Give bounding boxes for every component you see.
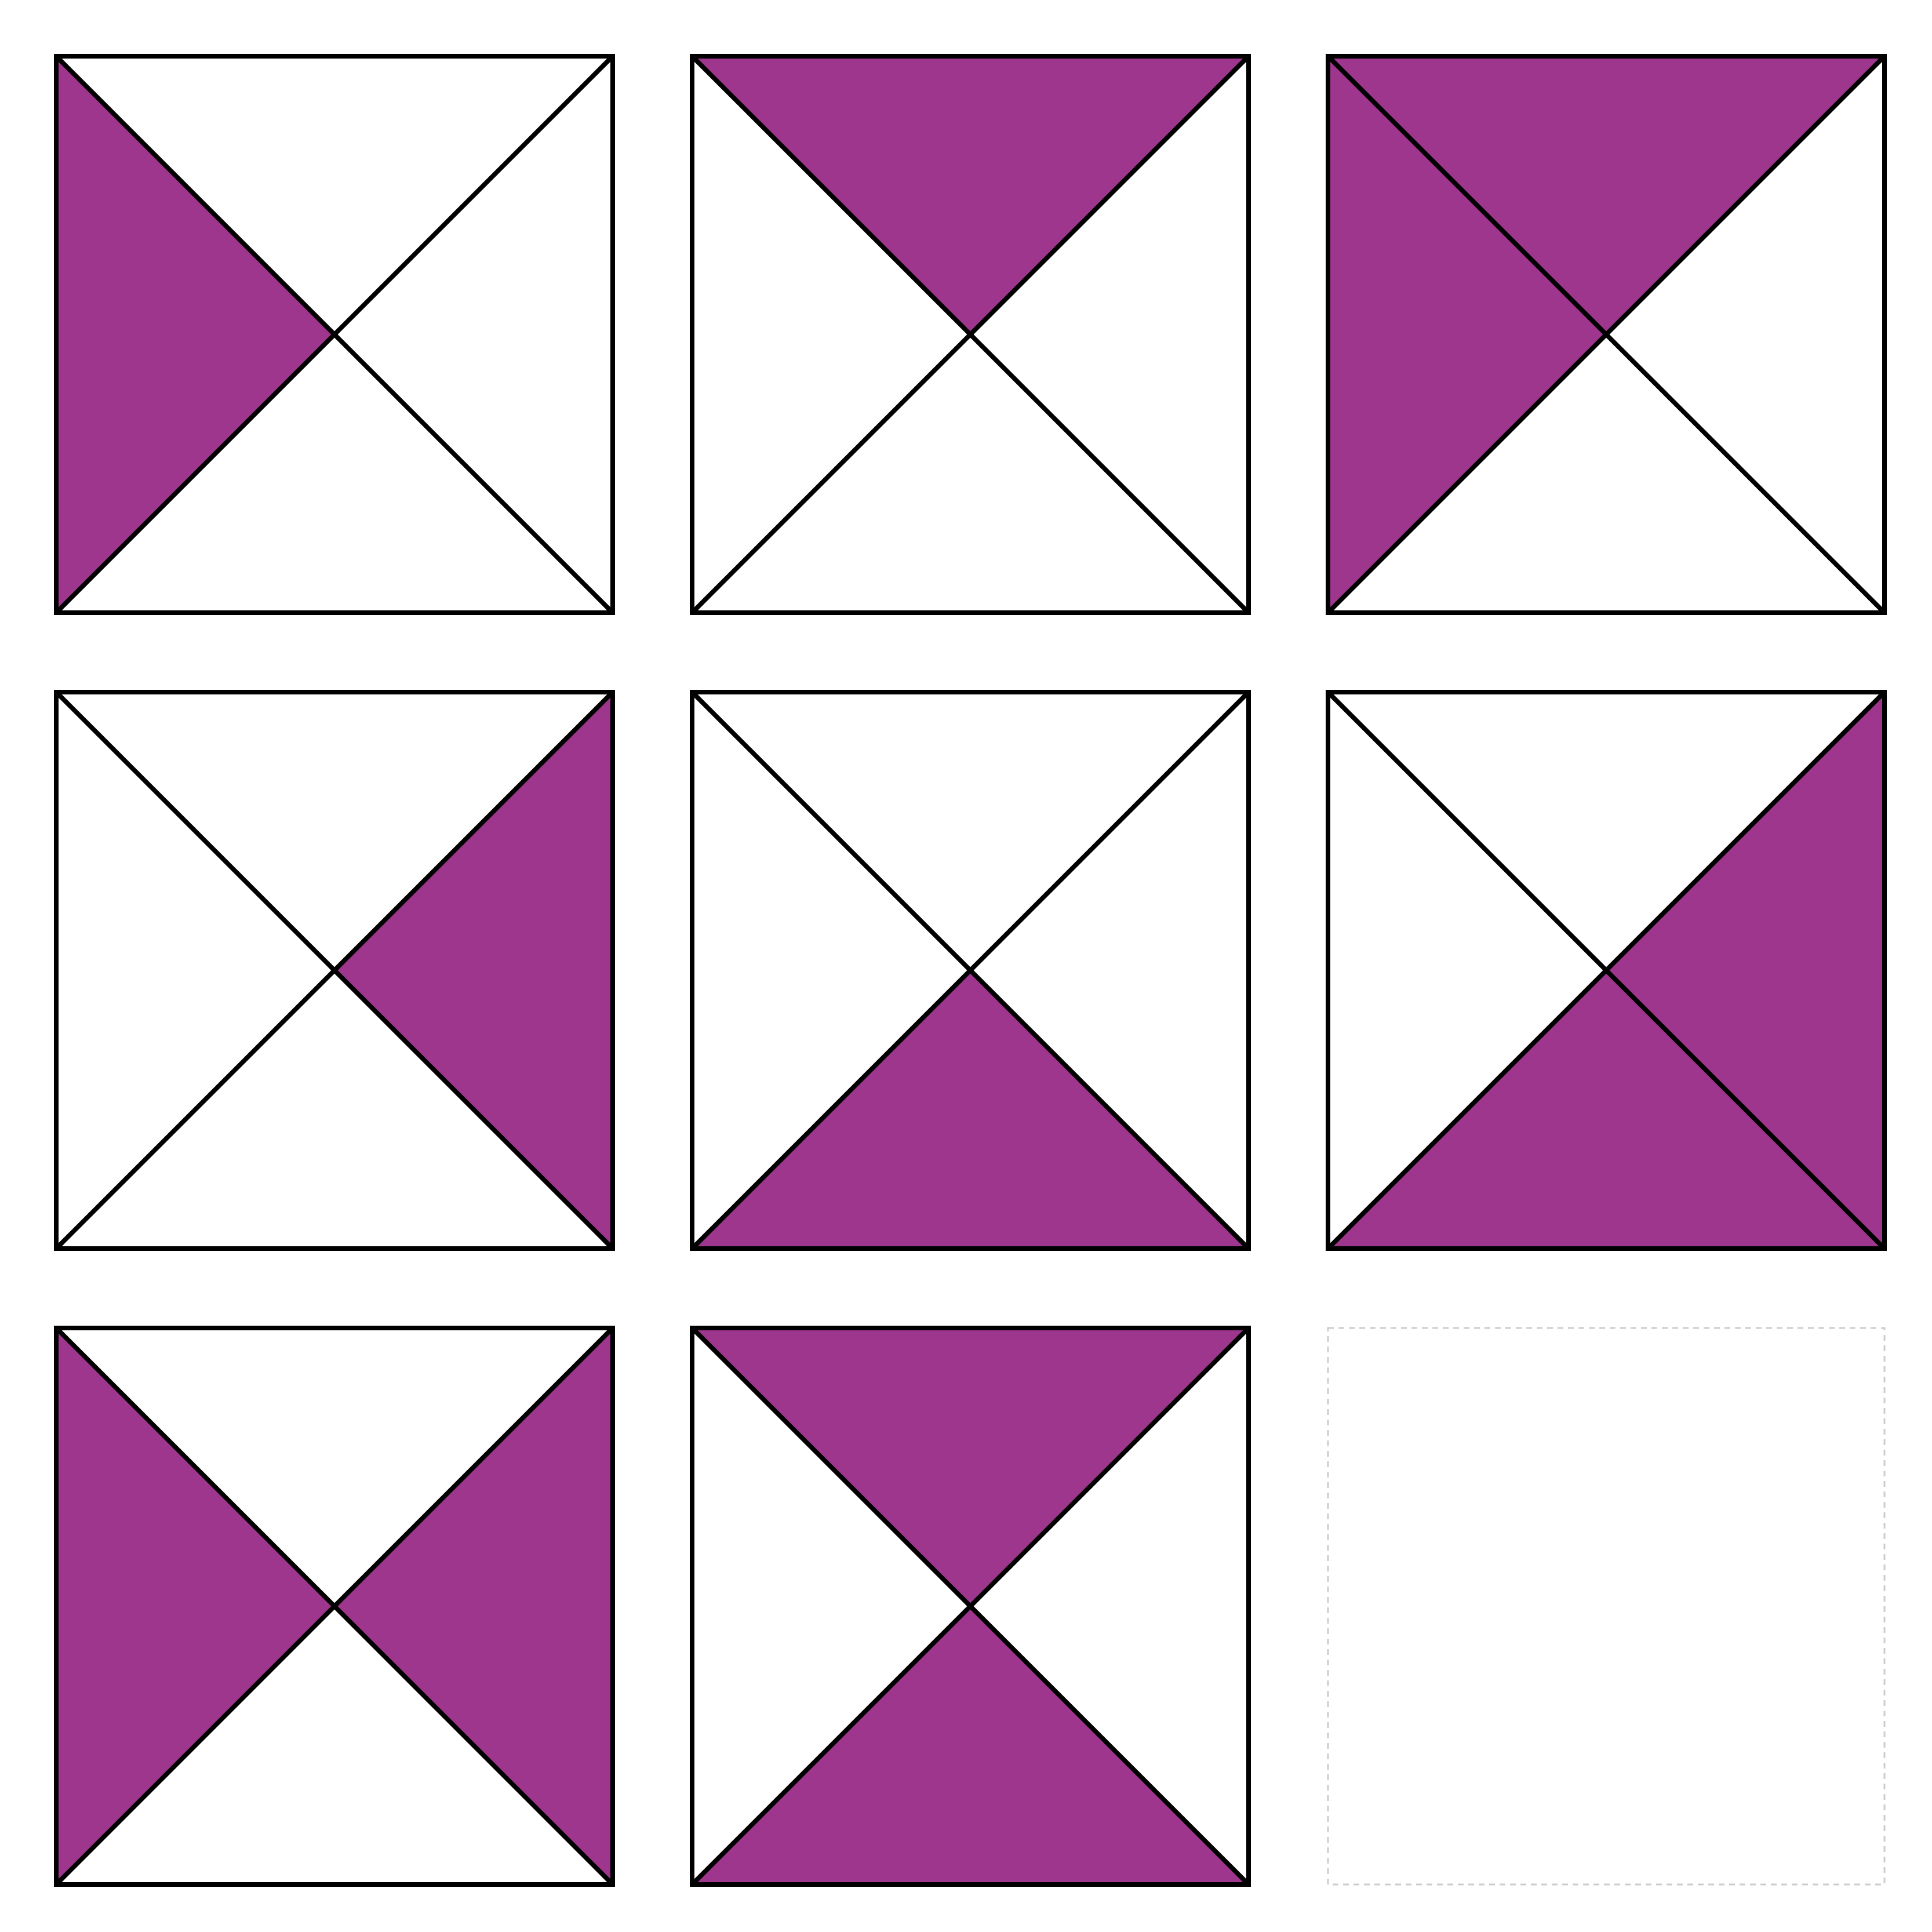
pattern-cell-3	[1326, 54, 1887, 615]
cell-border	[54, 54, 615, 615]
shaded-triangle-bottom	[1328, 970, 1884, 1249]
shaded-triangle-right	[1606, 692, 1884, 1249]
pattern-cell-8	[690, 1326, 1251, 1887]
diagonal-line-anti	[690, 1326, 1250, 1886]
diagonal-line-anti	[1326, 54, 1886, 614]
diagonal-line-anti	[54, 54, 614, 614]
pattern-cell-7	[54, 1326, 615, 1887]
pattern-cell-1	[54, 54, 615, 615]
cell-border	[690, 1326, 1251, 1887]
diagonal-line-anti	[690, 690, 1250, 1250]
pattern-cell-5	[690, 690, 1251, 1251]
placeholder-outline	[1327, 1327, 1886, 1886]
pattern-cell-2	[690, 54, 1251, 615]
answer-placeholder-cell[interactable]	[1327, 1327, 1886, 1886]
shaded-triangle-top	[692, 56, 1249, 334]
diagonal-line-anti	[1326, 690, 1886, 1250]
cell-border	[1326, 690, 1887, 1251]
shaded-triangle-right	[334, 1328, 613, 1884]
shaded-triangle-bottom	[692, 970, 1249, 1249]
cell-border	[54, 1326, 615, 1887]
cell-border	[690, 54, 1251, 615]
shaded-triangle-left	[1328, 56, 1606, 613]
cell-border	[690, 690, 1251, 1251]
cell-border	[1326, 54, 1887, 615]
shaded-triangle-bottom	[692, 1606, 1249, 1884]
shaded-triangle-right	[334, 692, 613, 1249]
shaded-triangle-left	[56, 1328, 334, 1884]
shaded-triangle-top	[1328, 56, 1884, 334]
shaded-triangle-left	[56, 56, 334, 613]
diagonal-line-anti	[54, 1326, 614, 1886]
diagonal-line-anti	[690, 54, 1250, 614]
cell-border	[54, 690, 615, 1251]
diagonal-line-anti	[54, 690, 614, 1250]
pattern-cell-6	[1326, 690, 1887, 1251]
shaded-triangle-top	[692, 1328, 1249, 1606]
pattern-cell-4	[54, 690, 615, 1251]
